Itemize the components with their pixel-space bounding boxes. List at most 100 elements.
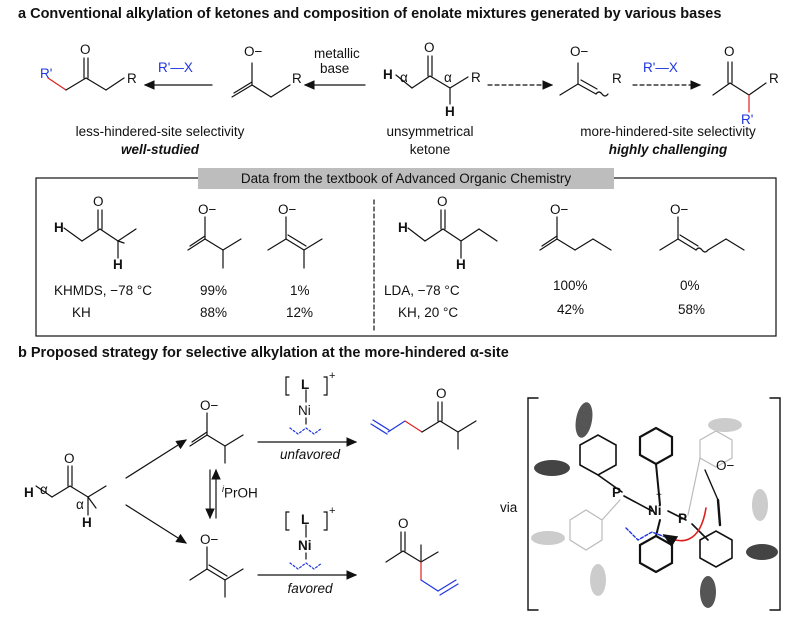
b-atom-h-left: H (24, 485, 34, 500)
product-less-hindered (47, 57, 125, 91)
b-alpha-left: α (40, 482, 48, 497)
arrow-to-kinetic-enolate (125, 439, 188, 479)
tbl-left-cond-0: KHMDS, −78 °C (54, 283, 153, 298)
tbl-right-v1-0: 100% (553, 278, 588, 293)
tbl-left-v2-0: 1% (290, 283, 310, 298)
tbl-o-minus-2: O− (278, 202, 297, 217)
enolate-more-substituted (559, 62, 609, 97)
table-ketone-2 (407, 209, 498, 259)
atom-o-product-right: O (724, 44, 735, 59)
ni-complex-substituents (531, 402, 778, 608)
product-favored (385, 531, 459, 596)
complex-o-minus: O− (716, 458, 735, 473)
caption-highly-challenging: highly challenging (608, 142, 728, 157)
table-enolate-2a (539, 216, 612, 251)
cat-top-charge: + (329, 370, 336, 382)
tbl-right-v1-1: 42% (557, 302, 585, 317)
tbl-h-3: H (398, 220, 408, 235)
atom-r-enolate-right: R (612, 71, 622, 86)
tbl-o-minus-4: O− (670, 202, 689, 217)
cat-bottom-ni: Ni (298, 538, 312, 553)
catalyst-allyl-ni-top (285, 376, 328, 435)
reagent-rx-right: R'—X (643, 60, 678, 75)
cat-bottom-l: L (301, 512, 310, 527)
caption-less-hindered: less-hindered-site selectivity (75, 124, 245, 139)
ni-complex-3d (569, 426, 733, 574)
enolate-b-thermodynamic (189, 546, 244, 598)
section-b-title: b Proposed strategy for selective alkyla… (18, 345, 509, 361)
ts-bracket-right (769, 397, 781, 611)
iproh-label: PrOH (224, 485, 258, 501)
table-enolate-1a (187, 216, 242, 269)
tbl-left-v2-1: 12% (286, 305, 314, 320)
product-unfavored (370, 401, 477, 450)
product-unfavored-o: O (436, 386, 447, 401)
tbl-o-minus-3: O− (550, 202, 569, 217)
unsymmetrical-ketone (395, 55, 469, 105)
caption-unsymmetrical: unsymmetrical (386, 124, 474, 139)
atom-r-ketone: R (471, 70, 481, 85)
table-enolate-1b (267, 216, 323, 269)
tbl-o-2: O (437, 194, 448, 209)
enolate-less-substituted (231, 62, 291, 98)
ts-bracket-left (527, 397, 539, 611)
start-ketone-b (35, 465, 107, 516)
complex-ni: Ni (648, 503, 662, 518)
reagent-metallic: metallic (314, 46, 360, 61)
product-more-hindered (712, 61, 767, 113)
atom-r-product-right: R (769, 71, 779, 86)
enolate-b-kinetic (189, 412, 244, 464)
catalyst-allyl-ni-bottom (285, 511, 328, 570)
alpha-ketone-left: α (400, 70, 408, 85)
section-a-title: a Conventional alkylation of ketones and… (18, 6, 722, 22)
tbl-h-1: H (54, 220, 64, 235)
alpha-ketone-right: α (444, 70, 452, 85)
tbl-right-v2-0: 0% (680, 278, 700, 293)
atom-r-left: R (127, 71, 137, 86)
reagent-rx-left: R'—X (158, 60, 193, 75)
arrow-to-thermo-enolate (125, 504, 188, 544)
caption-ketone: ketone (409, 142, 451, 157)
cat-top-ni: Ni (298, 403, 311, 418)
atom-r-enolate-left: R (292, 71, 302, 86)
label-favored: favored (287, 581, 333, 596)
b-atom-o: O (64, 451, 75, 466)
tbl-right-cond-0: LDA, −78 °C (384, 283, 460, 298)
b-enolate-o-top: O− (200, 398, 219, 413)
reagent-iproh: iPrOH (222, 484, 258, 501)
b-enolate-o-bottom: O− (200, 532, 219, 547)
atom-o-minus-enolate-right: O− (570, 44, 589, 59)
table-enolate-2b (659, 216, 745, 253)
product-favored-o: O (398, 516, 409, 531)
atom-o-minus-enolate-left: O− (244, 44, 263, 59)
atom-h-ketone-left: H (383, 67, 393, 82)
atom-o-ketone: O (424, 40, 435, 55)
complex-p-left: P (612, 485, 622, 500)
tbl-left-cond-1: KH (72, 305, 91, 320)
caption-more-hindered: more-hindered-site selectivity (580, 124, 756, 139)
table-banner: Data from the textbook of Advanced Organ… (198, 168, 614, 189)
atom-h-ketone-bottom: H (445, 104, 455, 119)
tbl-o-1: O (93, 194, 104, 209)
complex-p-right: P (678, 511, 688, 526)
atom-r-prime-right: R' (741, 112, 754, 127)
cat-bottom-charge: + (329, 505, 336, 517)
label-unfavored: unfavored (279, 447, 341, 462)
tbl-h-2: H (113, 257, 123, 272)
tbl-h-4: H (456, 257, 466, 272)
tbl-right-cond-1: KH, 20 °C (398, 305, 459, 320)
tbl-left-v1-1: 88% (200, 305, 228, 320)
atom-o-left: O (80, 42, 91, 57)
iproh-prefix: i (222, 484, 224, 494)
reagent-base: base (320, 61, 350, 76)
complex-ni-charge: + (656, 490, 662, 501)
table-ketone-1 (63, 209, 137, 259)
cat-top-l: L (301, 377, 310, 392)
b-alpha-right: α (76, 497, 84, 512)
tbl-right-v2-1: 58% (678, 302, 706, 317)
tbl-o-minus-1: O− (198, 202, 217, 217)
atom-r-prime-left: R' (40, 66, 53, 81)
caption-well-studied: well-studied (120, 142, 199, 157)
tbl-left-v1-0: 99% (200, 283, 228, 298)
